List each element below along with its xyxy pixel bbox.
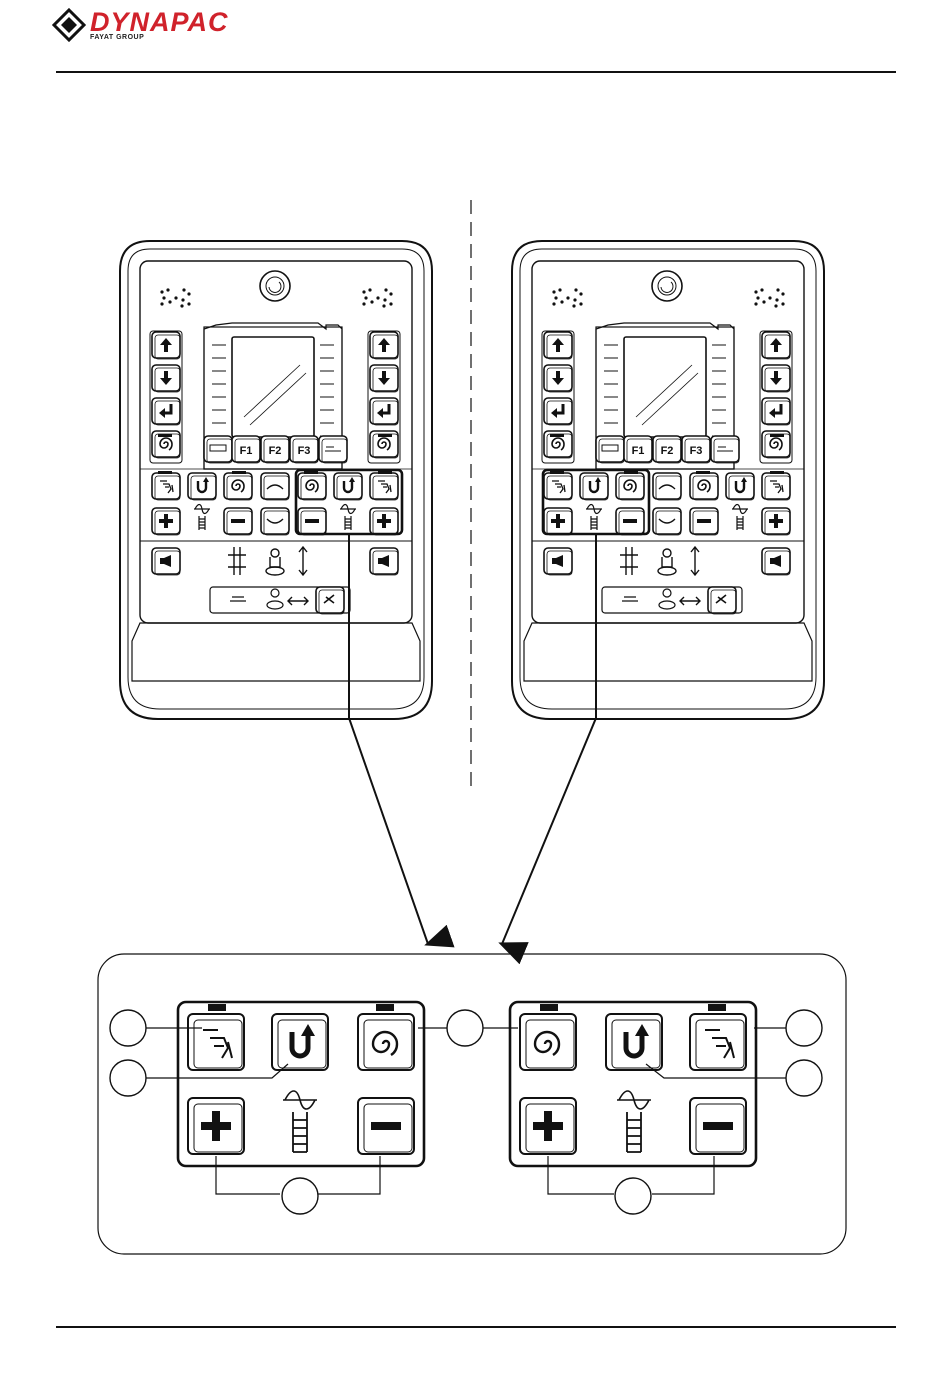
function-key-f3-label: F3 xyxy=(298,445,311,457)
callout-circle xyxy=(282,1178,318,1214)
function-key-f2-label: F2 xyxy=(269,445,282,457)
callout-circle xyxy=(110,1060,146,1096)
function-key-f2-label: F2 xyxy=(661,445,674,457)
control-panel-right xyxy=(512,241,824,719)
function-key-f3-label: F3 xyxy=(690,445,703,457)
minus-icon xyxy=(371,1122,401,1130)
amplitude-ladder-icon xyxy=(283,1091,317,1152)
amplitude-ladder-icon xyxy=(617,1091,651,1152)
function-key-f1-label: F1 xyxy=(240,445,253,457)
control-panel-left xyxy=(120,241,432,719)
minus-icon xyxy=(703,1122,733,1130)
detail-key-group-right xyxy=(510,1002,756,1166)
callout-circle xyxy=(447,1010,483,1046)
callout-circle xyxy=(615,1178,651,1214)
function-key-f1-label: F1 xyxy=(632,445,645,457)
callout-circle xyxy=(786,1060,822,1096)
callout-circle xyxy=(786,1010,822,1046)
callout-circle xyxy=(110,1010,146,1046)
detail-key-group-left xyxy=(178,1002,424,1166)
